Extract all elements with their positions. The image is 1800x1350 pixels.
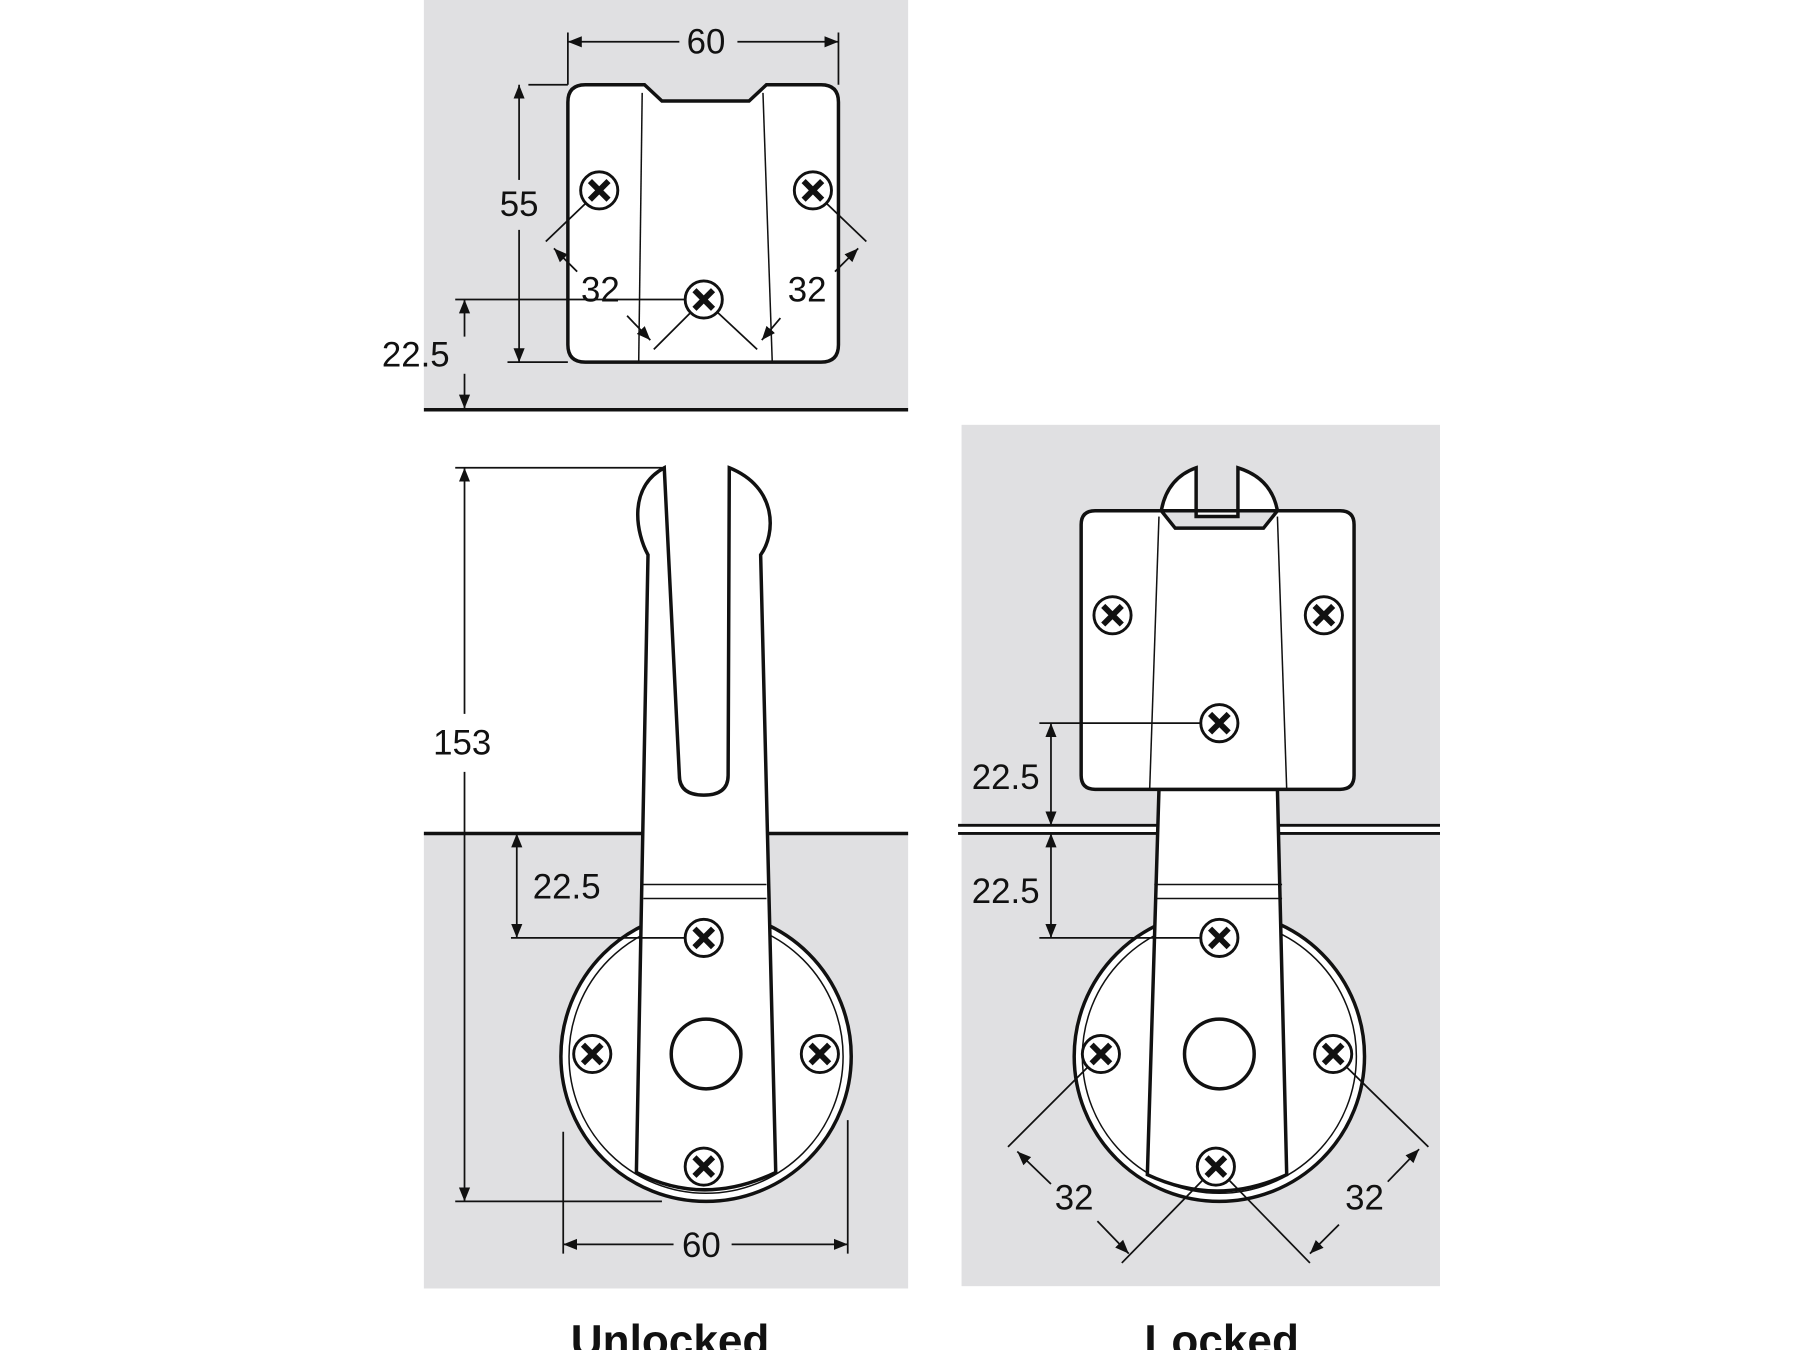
locked-arm	[1145, 787, 1289, 1193]
screw-icon	[1195, 1146, 1236, 1187]
dim-top-width: 60	[687, 22, 726, 61]
dim-base-diameter: 60	[682, 1226, 721, 1265]
dim-top-pitch-left: 32	[581, 271, 620, 310]
screw-icon	[579, 170, 620, 211]
screw-icon	[792, 170, 833, 211]
screw-icon	[1313, 1033, 1354, 1075]
screw-icon	[1199, 917, 1240, 958]
caption-unlocked: Unlocked	[571, 1317, 770, 1350]
screw-icon	[683, 279, 724, 320]
dim-locked-pitch-left: 32	[1055, 1178, 1094, 1217]
screw-icon	[683, 1146, 724, 1187]
screw-icon	[1199, 703, 1240, 744]
screw-icon	[572, 1033, 613, 1075]
plate-edge-line	[762, 92, 774, 363]
dim-top-offset: 22.5	[382, 336, 450, 375]
plate-edge-line	[637, 92, 643, 363]
dim-arm-offset: 22.5	[533, 867, 601, 906]
top-mounting-plate	[566, 82, 841, 364]
unlocked-center-hole	[669, 1017, 743, 1091]
screw-icon	[1092, 595, 1133, 636]
dim-locked-upper-offset: 22.5	[972, 758, 1040, 797]
dim-top-height: 55	[500, 185, 539, 224]
dim-locked-pitch-right: 32	[1345, 1178, 1384, 1217]
unlocked-arm	[634, 464, 778, 1192]
screw-icon	[799, 1033, 840, 1075]
dim-overall-height: 153	[433, 723, 491, 762]
dim-top-pitch-right: 32	[788, 271, 827, 310]
screw-icon	[683, 917, 724, 958]
locked-center-hole	[1182, 1017, 1256, 1091]
screw-icon	[1303, 595, 1344, 636]
locked-hook	[1159, 465, 1280, 519]
caption-locked: Locked	[1144, 1317, 1298, 1350]
screw-icon	[1080, 1033, 1121, 1075]
dim-locked-lower-offset: 22.5	[972, 872, 1040, 911]
locked-mounting-plate	[1079, 509, 1356, 792]
